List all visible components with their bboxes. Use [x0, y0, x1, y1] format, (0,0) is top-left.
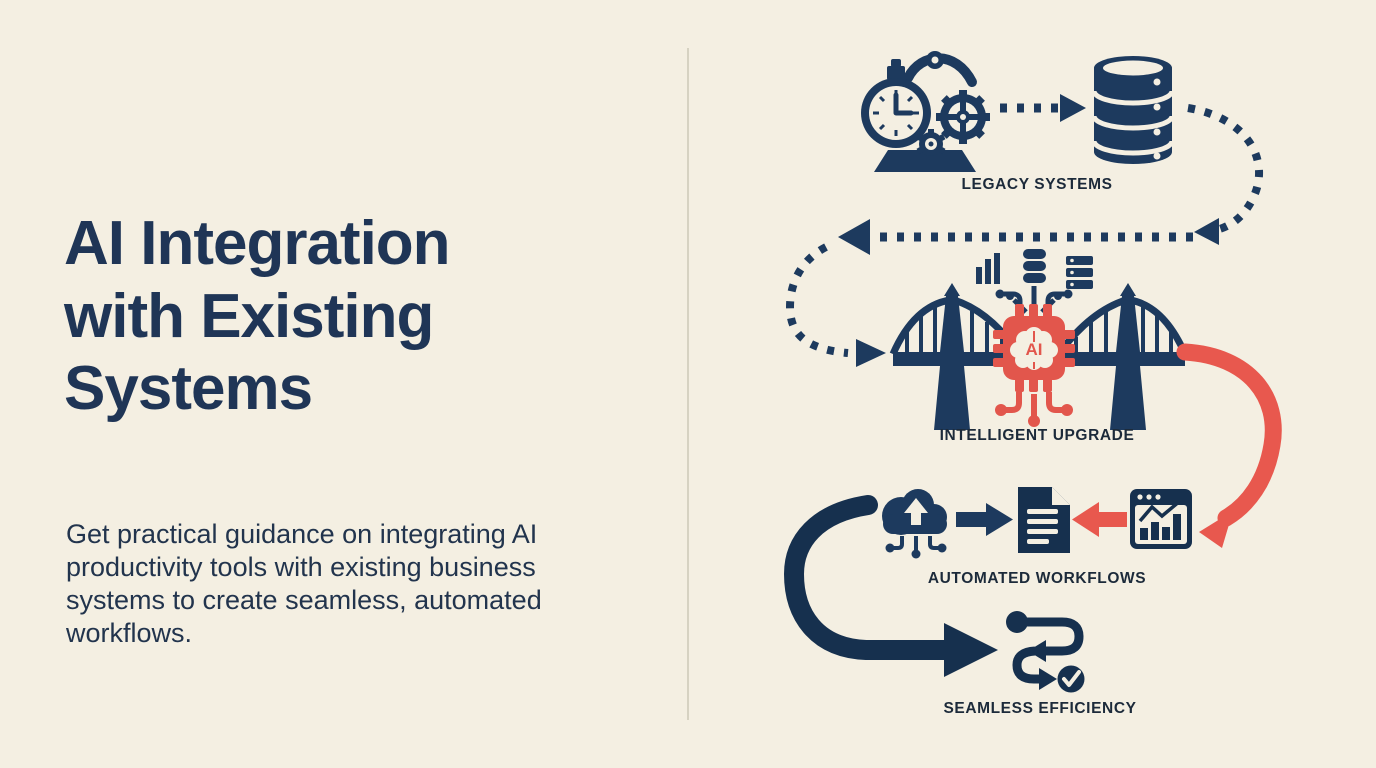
dotted-arrow-machine-to-database	[1000, 94, 1086, 122]
ai-chip-label: AI	[1026, 340, 1043, 359]
bridge-icon	[889, 283, 1189, 430]
dotted-connector-loop-to-bridge	[785, 243, 886, 367]
step-label-intelligent-upgrade: INTELLIGENT UPGRADE	[940, 427, 1135, 444]
page-title: AI Integration with Existing Systems	[64, 209, 451, 424]
step-label-automated-workflows: AUTOMATED WORKFLOWS	[928, 570, 1146, 587]
mini-server-icon	[1066, 256, 1093, 289]
ai-chip-brain-icon: AI	[993, 304, 1075, 427]
step-label-legacy-systems: LEGACY SYSTEMS	[961, 176, 1112, 193]
database-stack-icon	[1091, 56, 1175, 164]
dark-u-turn-arrow	[783, 495, 998, 677]
red-curved-arrow	[1176, 343, 1282, 548]
document-icon	[1018, 487, 1070, 553]
circuit-trace-dots-top	[995, 289, 1073, 300]
flowchart-panel: LEGACY SYSTEMS	[783, 51, 1282, 717]
process-flow-check-icon	[1006, 611, 1085, 693]
cloud-upload-icon	[882, 489, 947, 559]
step-label-seamless-efficiency: SEAMLESS EFFICIENCY	[943, 700, 1136, 717]
analytics-window-icon	[1130, 489, 1192, 549]
text-panel: AI Integration with Existing Systems Get…	[64, 0, 644, 768]
vertical-divider	[687, 48, 689, 720]
dotted-connector-down-right	[1187, 104, 1264, 245]
dotted-connector-horizontal	[838, 219, 1193, 255]
red-arrow-analytics-to-document	[1072, 502, 1127, 537]
legacy-machine-clock-gears-icon	[861, 51, 990, 172]
page-description: Get practical guidance on integrating AI…	[66, 519, 542, 648]
arrow-cloud-to-document	[956, 503, 1013, 536]
mini-bar-chart-icon	[976, 253, 1000, 284]
mini-database-icon	[1023, 249, 1046, 283]
